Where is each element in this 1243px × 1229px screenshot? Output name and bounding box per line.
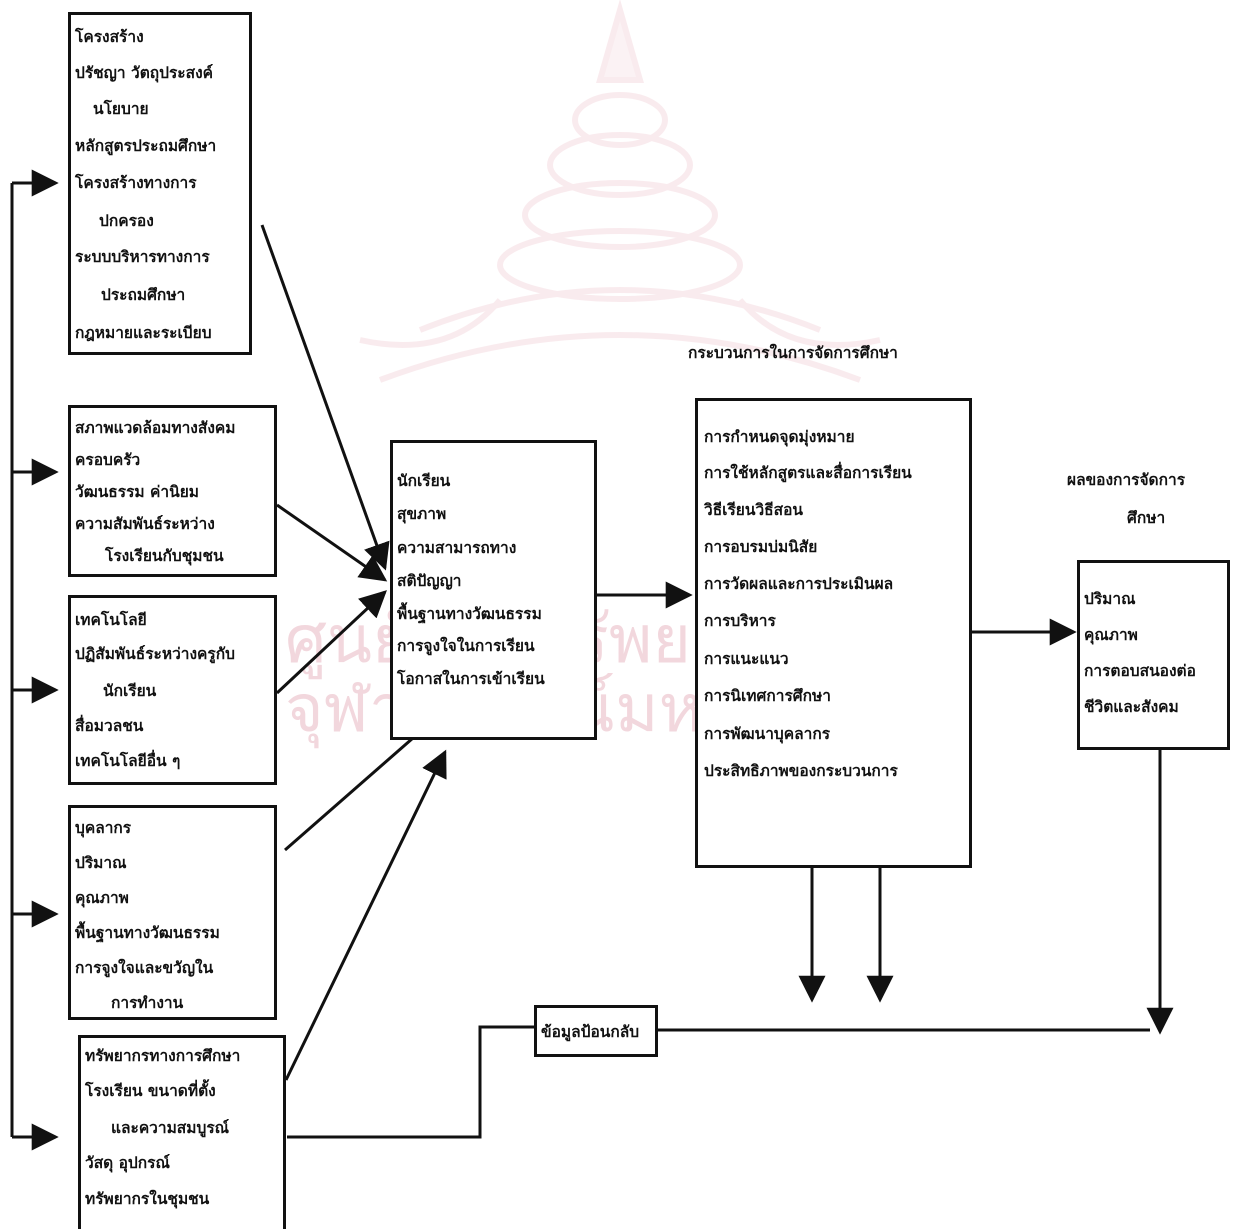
process-line: การพัฒนาบุคลากร (704, 724, 831, 743)
arrow-resources-to-student (284, 749, 447, 1081)
student-line: การจูงใจในการเรียน (397, 636, 535, 655)
technology-line: ปฏิสัมพันธ์ระหว่างครูกับ (75, 644, 235, 663)
social-line: วัฒนธรรม ค่านิยม (75, 482, 199, 501)
personnel-line: คุณภาพ (75, 888, 129, 907)
structure-line: โครงสร้าง (75, 27, 144, 46)
structure-line: ปรัชญา วัตถุประสงค์ (75, 63, 214, 82)
structure-line: หลักสูตรประถมศึกษา (75, 136, 217, 155)
structure-line: ประถมศึกษา (101, 285, 186, 304)
resources-box: ทรัพยากรทางการศึกษา โรงเรียน ขนาดที่ตั้ง… (78, 1035, 286, 1229)
resources-line: และความสมบูรณ์ (111, 1118, 230, 1137)
resources-line: วัสดุ อุปกรณ์ (85, 1153, 170, 1172)
structure-line: โครงสร้างทางการ (75, 173, 197, 192)
social-line: สภาพแวดล้อมทางสังคม (75, 418, 236, 437)
process-line: การวัดผลและการประเมินผล (704, 574, 894, 593)
process-line: การแนะแนว (704, 649, 789, 668)
student-line: นักเรียน (397, 471, 451, 490)
arrow-social-to-student (276, 503, 388, 582)
output-title-line-2: ศึกษา (1127, 508, 1166, 527)
structure-line: ปกครอง (99, 211, 154, 230)
structure-line: กฎหมายและระเบียบ (75, 323, 212, 342)
personnel-box: บุคลากร ปริมาณ คุณภาพ พื้นฐานทางวัฒนธรรม… (68, 805, 277, 1020)
social-line: ครอบครัว (75, 450, 141, 469)
feedback-line-left (287, 1025, 535, 1139)
feedback-box: ข้อมูลป้อนกลับ (534, 1005, 658, 1057)
student-line: โอกาสในการเข้าเรียน (397, 669, 545, 688)
feedback-label: ข้อมูลป้อนกลับ (541, 1022, 640, 1041)
process-line: การนิเทศการศึกษา (704, 686, 831, 705)
process-line: การใช้หลักสูตรและสื่อการเรียน (704, 463, 912, 482)
arrow-technology-to-student (275, 590, 387, 695)
output-box: ปริมาณ คุณภาพ การตอบสนองต่อ ชีวิตและสังค… (1077, 560, 1230, 750)
technology-box: เทคโนโลยี ปฏิสัมพันธ์ระหว่างครูกับ นักเร… (68, 595, 277, 785)
technology-line: เทคโนโลยีอื่น ๆ (75, 751, 181, 770)
student-line: สุขภาพ (397, 504, 447, 523)
personnel-line: พื้นฐานทางวัฒนธรรม (75, 923, 220, 942)
resources-line: ทรัพยากรในชุมชน (85, 1189, 210, 1208)
output-line: ชีวิตและสังคม (1084, 697, 1179, 716)
process-line: การอบรมบ่มนิสัย (704, 537, 818, 556)
student-line: ความสามารถทาง (397, 538, 517, 557)
social-line: ความสัมพันธ์ระหว่าง (75, 514, 215, 533)
resources-line: ทรัพยากรทางการศึกษา (85, 1046, 241, 1065)
process-line: ประสิทธิภาพของกระบวนการ (704, 761, 898, 780)
technology-line: นักเรียน (103, 681, 157, 700)
process-line: การบริหาร (704, 611, 776, 630)
technology-line: เทคโนโลยี (75, 610, 147, 629)
social-environment-box: สภาพแวดล้อมทางสังคม ครอบครัว วัฒนธรรม ค่… (68, 405, 277, 577)
arrow-structure-to-student (260, 224, 390, 571)
output-line: คุณภาพ (1084, 625, 1138, 644)
process-line: วิธีเรียนวิธีสอน (704, 500, 803, 519)
student-line: สติปัญญา (397, 571, 462, 590)
technology-line: สื่อมวลชน (75, 716, 144, 735)
output-line: การตอบสนองต่อ (1084, 661, 1196, 680)
personnel-line: การทำงาน (111, 993, 184, 1012)
university-crest-watermark (359, 0, 881, 383)
personnel-line: บุคลากร (75, 818, 132, 837)
social-line: โรงเรียนกับชุมชน (105, 546, 224, 565)
output-title-line-1: ผลของการจัดการ (1067, 470, 1186, 489)
output-line: ปริมาณ (1084, 589, 1136, 608)
personnel-line: การจูงใจและขวัญใน (75, 958, 214, 977)
process-line: การกำหนดจุดมุ่งหมาย (704, 427, 855, 446)
structure-line: ระบบบริหารทางการ (75, 247, 210, 266)
structure-line: นโยบาย (93, 99, 149, 118)
resources-line: โรงเรียน ขนาดที่ตั้ง (85, 1081, 216, 1100)
process-box: การกำหนดจุดมุ่งหมาย การใช้หลักสูตรและสื่… (695, 398, 972, 868)
personnel-line: ปริมาณ (75, 853, 127, 872)
student-box: นักเรียน สุขภาพ ความสามารถทาง สติปัญญา พ… (390, 440, 597, 740)
process-title: กระบวนการในการจัดการศึกษา (688, 343, 898, 362)
structure-box: โครงสร้าง ปรัชญา วัตถุประสงค์ นโยบาย หลั… (68, 12, 252, 355)
student-line: พื้นฐานทางวัฒนธรรม (397, 604, 542, 623)
